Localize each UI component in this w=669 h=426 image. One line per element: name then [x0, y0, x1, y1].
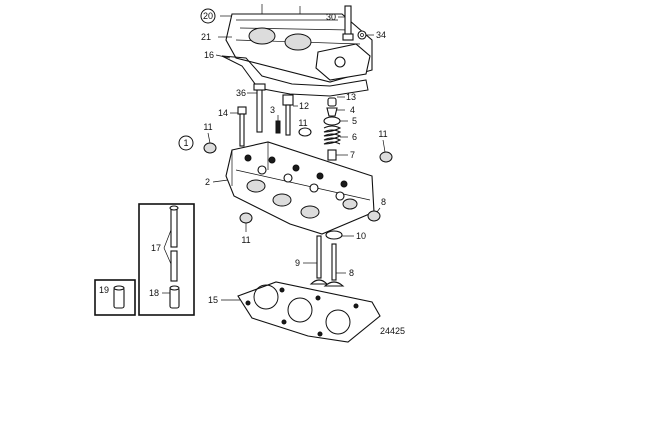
cylinder-head-2 [225, 141, 375, 235]
pushrod-17-upper [169, 205, 179, 248]
valve-9 [309, 235, 329, 285]
plug-8-side [367, 210, 381, 222]
label-36: 36 [236, 88, 246, 98]
label-11-top: 11 [298, 118, 307, 128]
label-5: 5 [352, 116, 357, 126]
nut-34 [357, 30, 367, 40]
tappet-18 [169, 285, 180, 309]
bolt-30 [342, 5, 354, 41]
guide-seal-10 [325, 230, 343, 240]
tappet-19 [113, 285, 125, 309]
callout-labels: 20 21 16 30 34 36 14 12 3 13 4 5 6 7 11 … [99, 8, 405, 336]
label-1: 1 [183, 138, 188, 148]
valve-cap-13 [327, 97, 337, 107]
label-19: 19 [99, 285, 109, 295]
label-15: 15 [208, 295, 218, 305]
pushrod-kit-box [138, 203, 195, 316]
label-17: 17 [151, 243, 161, 253]
label-9: 9 [295, 258, 300, 268]
pin-3 [275, 120, 281, 134]
label-2: 2 [205, 177, 210, 187]
plug-11-bottom [239, 212, 253, 224]
valve-spring-6 [323, 125, 342, 145]
pushrod-17-lower [170, 250, 178, 282]
label-10: 10 [356, 231, 366, 241]
label-11-left: 11 [203, 122, 212, 132]
valve-8 [323, 243, 345, 287]
washer-11-top [298, 127, 312, 137]
callout-circle-1 [178, 135, 194, 151]
valve-keeper-4 [326, 107, 338, 117]
callout-circle-20 [200, 8, 216, 24]
label-34: 34 [376, 30, 386, 40]
label-18: 18 [149, 288, 159, 298]
label-12: 12 [299, 101, 309, 111]
kit-box-19 [94, 279, 136, 316]
label-3: 3 [270, 105, 275, 115]
label-8-side: 8 [381, 197, 386, 207]
label-14: 14 [218, 108, 228, 118]
label-11-right: 11 [378, 129, 387, 139]
plug-11-right [379, 151, 393, 163]
label-11-bottom: 11 [241, 235, 250, 245]
label-7: 7 [350, 150, 355, 160]
leader-lines [162, 15, 386, 301]
bolt-14 [237, 106, 247, 147]
bolt-36 [253, 83, 266, 133]
label-13: 13 [346, 92, 356, 102]
label-4: 4 [350, 105, 355, 115]
label-6: 6 [352, 132, 357, 142]
figure-number: 24425 [380, 326, 405, 336]
head-gasket-15 [237, 281, 381, 343]
label-8-valve: 8 [349, 268, 354, 278]
spring-retainer-5 [323, 116, 341, 126]
valve-cover [225, 4, 373, 83]
bolt-12 [282, 94, 294, 136]
valve-seal-7 [327, 149, 337, 161]
label-30: 30 [326, 12, 336, 22]
label-20: 20 [203, 11, 213, 21]
label-16: 16 [204, 50, 214, 60]
label-21: 21 [201, 32, 211, 42]
plug-11-left [203, 142, 217, 154]
